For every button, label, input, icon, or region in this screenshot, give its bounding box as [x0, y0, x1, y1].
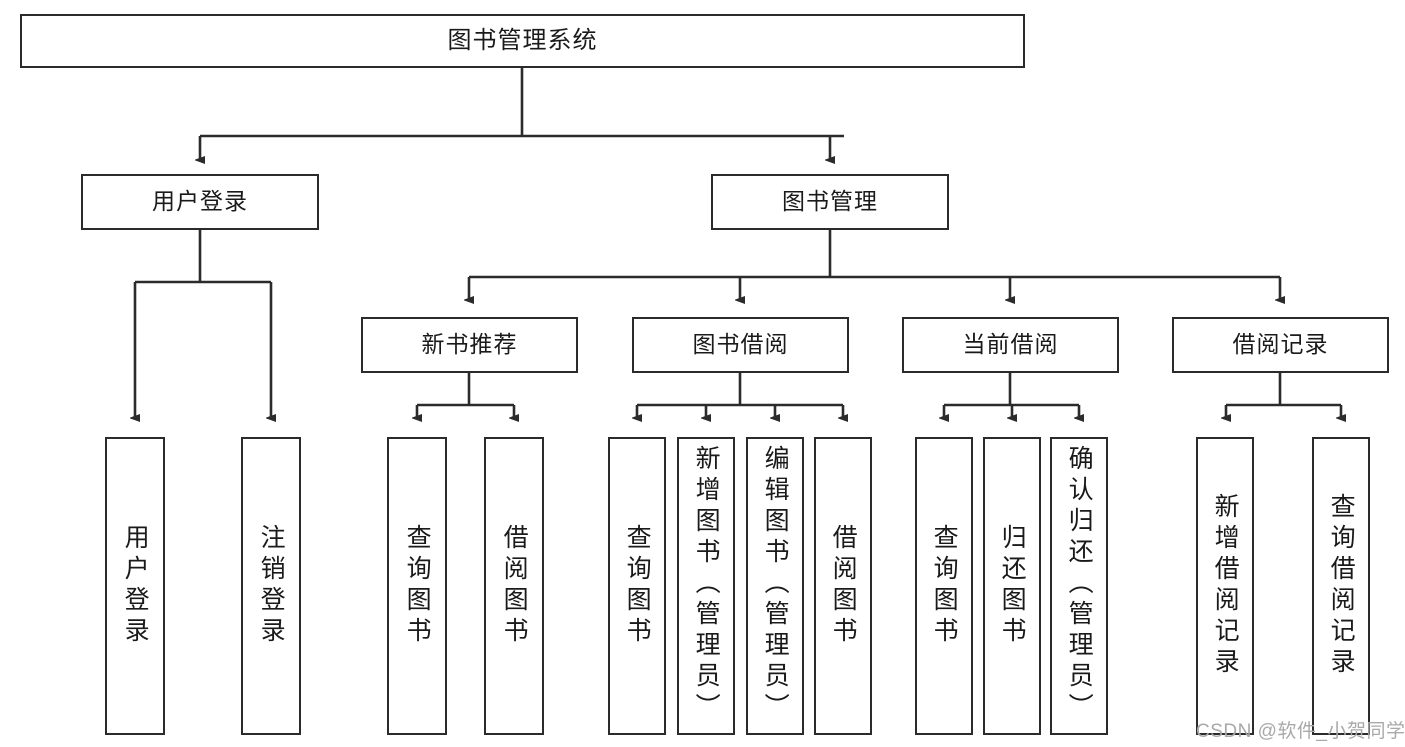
node-leaf-add-book[interactable]: 新增图书（管理员）: [677, 437, 735, 735]
node-label: 图书借阅: [692, 331, 789, 358]
node-root-system[interactable]: 图书管理系统: [20, 14, 1025, 68]
node-leaf-borrow-book[interactable]: 借阅图书: [814, 437, 872, 735]
node-label: 用户登录: [121, 524, 150, 648]
node-book-manage[interactable]: 图书管理: [711, 174, 949, 230]
node-label: 查询借阅记录: [1327, 493, 1356, 679]
node-leaf-return-book[interactable]: 归还图书: [983, 437, 1041, 735]
node-label: 新书推荐: [421, 331, 518, 358]
node-leaf-user-login[interactable]: 用户登录: [105, 437, 165, 735]
node-label: 查询图书: [930, 524, 959, 648]
node-leaf-query-book-borrow[interactable]: 查询图书: [608, 437, 666, 735]
node-label: 新增图书（管理员）: [692, 445, 721, 724]
node-borrow-record[interactable]: 借阅记录: [1172, 317, 1389, 373]
node-leaf-query-book-rec[interactable]: 查询图书: [387, 437, 447, 735]
node-label: 确认归还（管理员）: [1065, 445, 1094, 724]
node-label: 编辑图书（管理员）: [761, 445, 790, 724]
node-leaf-query-record[interactable]: 查询借阅记录: [1312, 437, 1370, 735]
node-label: 归还图书: [998, 524, 1027, 648]
node-label: 查询图书: [623, 524, 652, 648]
node-new-book-rec[interactable]: 新书推荐: [361, 317, 578, 373]
node-book-borrow[interactable]: 图书借阅: [632, 317, 849, 373]
node-leaf-borrow-book-rec[interactable]: 借阅图书: [484, 437, 544, 735]
node-leaf-confirm-return[interactable]: 确认归还（管理员）: [1050, 437, 1108, 735]
node-leaf-query-book-cur[interactable]: 查询图书: [915, 437, 973, 735]
node-leaf-edit-book[interactable]: 编辑图书（管理员）: [746, 437, 804, 735]
node-label: 图书管理: [782, 188, 878, 215]
node-label: 当前借阅: [962, 331, 1059, 358]
node-leaf-logout[interactable]: 注销登录: [241, 437, 301, 735]
node-user-login[interactable]: 用户登录: [81, 174, 319, 230]
node-label: 注销登录: [257, 524, 286, 648]
watermark-text: CSDN @软件_小贺同学: [1196, 721, 1405, 742]
node-current-borrow[interactable]: 当前借阅: [902, 317, 1119, 373]
node-label: 借阅记录: [1232, 331, 1329, 358]
node-label: 借阅图书: [829, 524, 858, 648]
node-label: 新增借阅记录: [1211, 493, 1240, 679]
node-label: 用户登录: [152, 188, 248, 215]
node-leaf-add-record[interactable]: 新增借阅记录: [1196, 437, 1254, 735]
node-label: 查询图书: [403, 524, 432, 648]
node-label: 图书管理系统: [447, 26, 598, 54]
node-label: 借阅图书: [500, 524, 529, 648]
